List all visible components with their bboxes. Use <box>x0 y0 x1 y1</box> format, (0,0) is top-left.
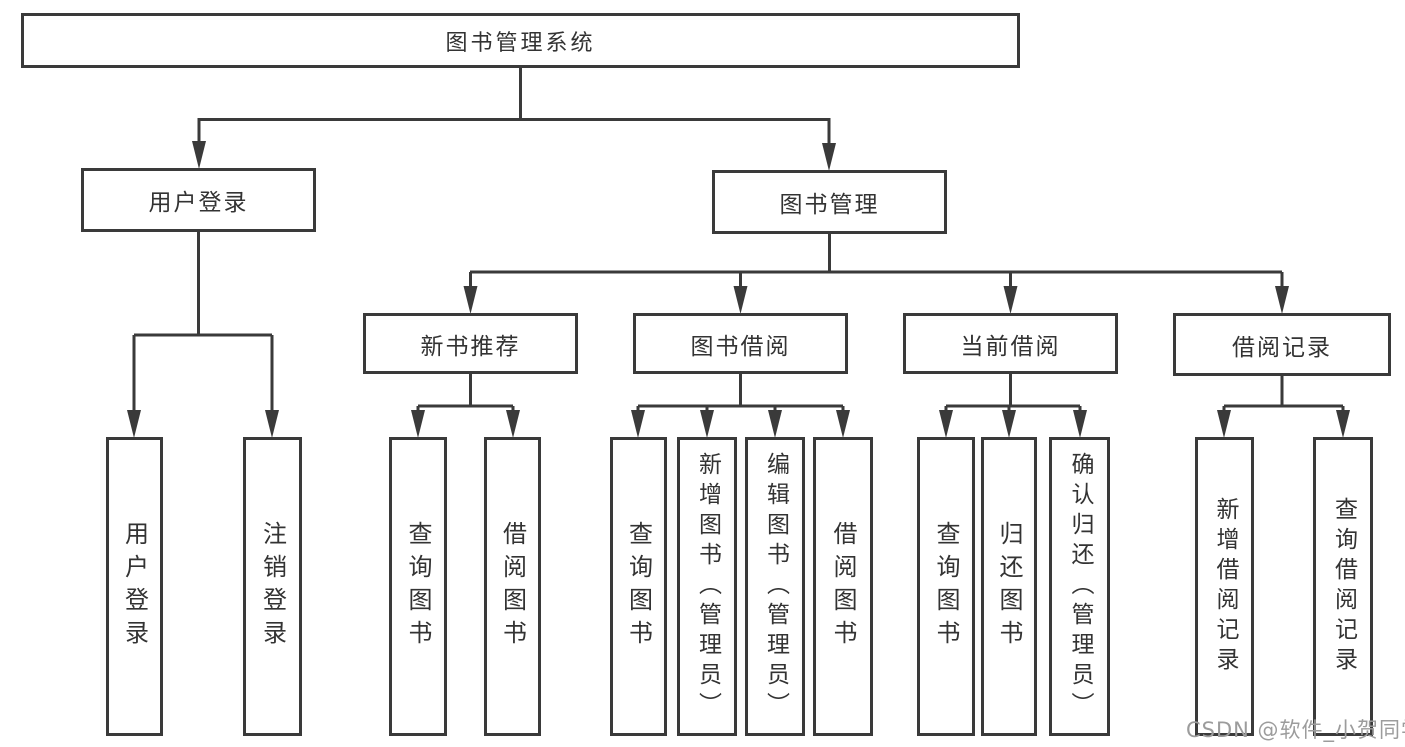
node-root: 图书管理系统 <box>21 13 1020 68</box>
leaf-logout: 注销登录 <box>243 437 302 736</box>
node-book-management: 图书管理 <box>712 170 947 234</box>
leaf-search-borrow-record: 查询借阅记录 <box>1313 437 1373 736</box>
node-new-book-recommend: 新书推荐 <box>363 313 578 374</box>
node-book-borrow: 图书借阅 <box>633 313 848 374</box>
node-borrow-record: 借阅记录 <box>1173 313 1391 376</box>
leaf-borrow-search-book: 查询图书 <box>610 437 667 736</box>
node-current-borrow: 当前借阅 <box>903 313 1118 374</box>
leaf-add-book-admin: 新增图书（管理员） <box>677 437 737 736</box>
watermark: CSDN @软件_小贺同学 <box>1186 718 1405 742</box>
leaf-user-login: 用户登录 <box>106 437 163 736</box>
leaf-borrow-book: 借阅图书 <box>813 437 873 736</box>
leaf-recommend-borrow-book: 借阅图书 <box>484 437 541 736</box>
leaf-recommend-search-book: 查询图书 <box>389 437 447 736</box>
node-user-login: 用户登录 <box>81 168 316 232</box>
leaf-return-book: 归还图书 <box>981 437 1037 736</box>
leaf-edit-book-admin: 编辑图书（管理员） <box>745 437 805 736</box>
leaf-confirm-return-admin: 确认归还（管理员） <box>1049 437 1110 736</box>
leaf-add-borrow-record: 新增借阅记录 <box>1195 437 1254 736</box>
leaf-current-search-book: 查询图书 <box>917 437 975 736</box>
